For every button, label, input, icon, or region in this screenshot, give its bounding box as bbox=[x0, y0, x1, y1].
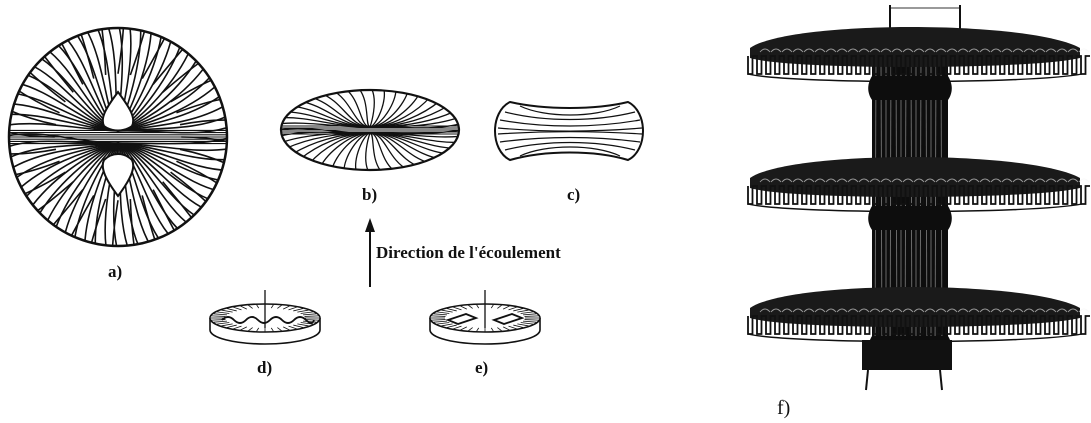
panel-c-bowtie bbox=[495, 102, 643, 160]
label-c: c) bbox=[567, 185, 580, 205]
panel-f-disc bbox=[748, 27, 1090, 100]
panel-a-spherulite bbox=[3, 22, 233, 252]
label-e: e) bbox=[475, 358, 488, 378]
label-f: f) bbox=[777, 397, 790, 420]
panel-d-disk bbox=[210, 290, 320, 344]
flow-direction-arrow bbox=[365, 218, 375, 287]
panel-f-shish-kebab bbox=[748, 5, 1090, 390]
label-d: d) bbox=[257, 358, 272, 378]
label-a: a) bbox=[108, 262, 122, 282]
flow-direction-label: Direction de l'écoulement bbox=[376, 243, 561, 263]
panel-e-disk bbox=[430, 290, 540, 344]
panel-f-disc bbox=[748, 157, 1090, 230]
label-b: b) bbox=[362, 185, 377, 205]
panel-b-ellipse bbox=[278, 86, 462, 174]
